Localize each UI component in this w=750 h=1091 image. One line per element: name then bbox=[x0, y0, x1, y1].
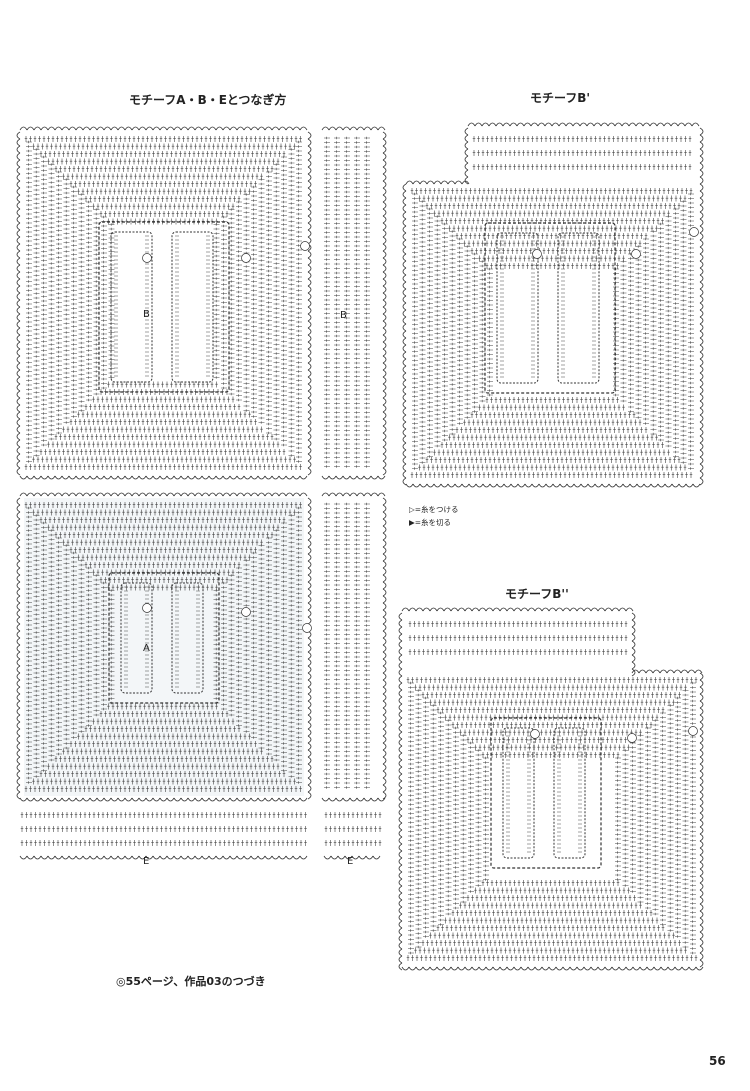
chart-motif-b-top-right bbox=[321, 126, 387, 480]
motif-b-stitches bbox=[16, 126, 312, 480]
label-motif-b-right: B bbox=[340, 310, 347, 321]
title-motif-b-double-prime: モチーフB'' bbox=[505, 587, 569, 601]
page-number: 56 bbox=[709, 1054, 726, 1068]
label-motif-a: A bbox=[143, 643, 150, 654]
label-motif-e-right: E bbox=[347, 856, 354, 867]
title-motif-b-prime: モチーフB' bbox=[530, 91, 591, 105]
title-motif-abe: モチーフA・B・Eとつなぎ方 bbox=[129, 93, 287, 107]
chart-motif-e-right bbox=[323, 812, 382, 860]
chart-motif-b-prime bbox=[402, 122, 704, 488]
chart-motif-right-column bbox=[321, 492, 387, 802]
motif-e-left-stitches bbox=[19, 812, 308, 860]
legend-attach-yarn: ▷=糸をつける bbox=[409, 505, 459, 514]
motif-right-column-stitches bbox=[321, 492, 387, 802]
label-motif-b-left: B bbox=[143, 309, 150, 320]
motif-b-prime-stitches bbox=[402, 122, 704, 488]
legend: ▷=糸をつける ▶=糸を切る bbox=[409, 503, 459, 529]
footnote: ◎55ページ、作品03のつづき bbox=[116, 975, 266, 988]
chart-motif-a bbox=[16, 492, 312, 802]
motif-e-right-stitches bbox=[323, 812, 382, 860]
chart-motif-b-top-left bbox=[16, 126, 312, 480]
motif-a-stitches bbox=[16, 492, 312, 802]
motif-b-right-stitches bbox=[321, 126, 387, 480]
label-motif-e-left: E bbox=[143, 856, 150, 867]
legend-cut-yarn: ▶=糸を切る bbox=[409, 518, 452, 527]
motif-b-double-prime-stitches bbox=[398, 607, 704, 971]
chart-motif-b-double-prime bbox=[398, 607, 704, 971]
chart-motif-e-left bbox=[19, 812, 308, 860]
